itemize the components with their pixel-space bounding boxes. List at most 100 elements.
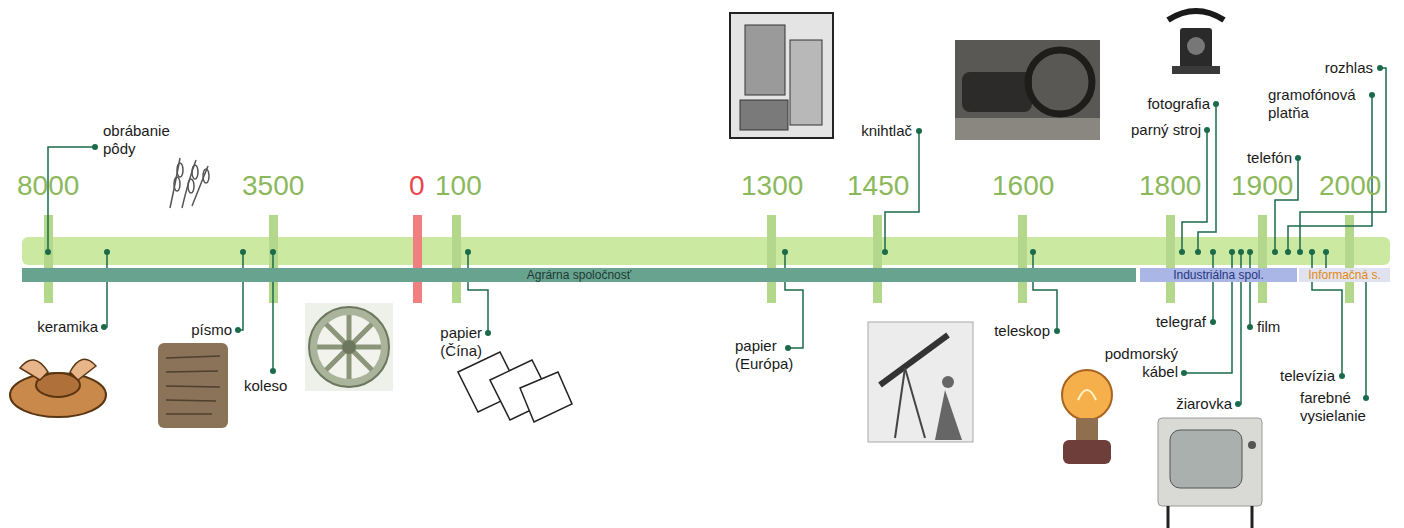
tv-leg (1251, 506, 1254, 528)
wheat-grain (192, 165, 198, 179)
tv-knob (1248, 441, 1256, 449)
year-tick (873, 215, 882, 303)
year-tick (767, 215, 776, 303)
event-label: telefón (1222, 149, 1292, 167)
event-label: písmo (172, 321, 232, 339)
press-worker (790, 40, 822, 125)
leader-line (238, 252, 243, 330)
year-tick (1258, 215, 1267, 303)
leader-dot (1213, 101, 1219, 107)
leader-dot (1181, 370, 1187, 376)
society-band: Agrárna spoločnosť (22, 268, 1136, 282)
society-band: Industriálna spol. (1140, 268, 1297, 282)
timeline-bar (22, 237, 1390, 265)
event-label: žiarovka (1142, 395, 1232, 413)
phone-handset (1168, 11, 1224, 20)
leader-dot (1377, 65, 1383, 71)
leader-line (1033, 252, 1057, 331)
hand (70, 359, 96, 380)
leader-dot (1309, 249, 1315, 255)
spoke (326, 324, 372, 370)
bulb-base (1063, 440, 1111, 464)
leader-line (1249, 252, 1251, 327)
event-label: telegraf (1126, 313, 1206, 331)
tablet-body (158, 343, 228, 428)
leader-dot (785, 345, 791, 351)
year-label: 8000 (17, 170, 79, 202)
leader-line (1212, 252, 1214, 322)
leader-dot (1210, 319, 1216, 325)
tv-leg (1167, 506, 1170, 528)
television-image (1158, 418, 1262, 528)
event-label: knihtlač (832, 122, 912, 140)
event-label: film (1257, 318, 1307, 336)
telescope-image (868, 322, 973, 442)
tripod-leg (895, 368, 905, 438)
wheat-grain (188, 179, 194, 193)
leader-line (785, 252, 803, 348)
mark (166, 371, 218, 372)
year-label: 0 (409, 170, 425, 202)
wheat-icon (170, 158, 209, 208)
leader-dot (1285, 249, 1291, 255)
leader-dot (104, 249, 110, 255)
mark (166, 400, 216, 401)
filament (1078, 390, 1096, 400)
wheat-grain (203, 169, 209, 183)
year-tick (1166, 215, 1175, 303)
mark (166, 386, 220, 387)
press-body (745, 25, 785, 95)
zero-tick (413, 215, 422, 303)
year-label: 1450 (847, 170, 909, 202)
leader-dot (92, 144, 98, 150)
leader-line (104, 252, 107, 327)
phone-dial (1187, 37, 1205, 55)
event-label: podmorský kábel (1088, 345, 1178, 381)
wheel-inner (317, 315, 381, 379)
leader-dot (882, 249, 888, 255)
press-frame (730, 13, 833, 138)
tv-screen (1170, 430, 1242, 488)
astronomer (935, 390, 962, 440)
wheat-grain (174, 177, 180, 191)
paper-icon (458, 352, 572, 422)
printing-press-image (730, 13, 833, 138)
leader-dot (465, 249, 471, 255)
wheel-rim (309, 307, 389, 387)
leader-dot (270, 249, 276, 255)
press-table (740, 100, 788, 130)
leader-dot (1339, 373, 1345, 379)
event-label: teleskop (970, 322, 1050, 340)
phone-base (1172, 66, 1220, 74)
spoke (326, 324, 372, 370)
phone-body (1180, 28, 1212, 68)
wheel-spokes (317, 315, 381, 379)
leader-dot (1229, 249, 1235, 255)
band-label: Informačná s. (1308, 268, 1381, 282)
year-label: 100 (435, 170, 482, 202)
leader-line (468, 252, 488, 333)
clay-tablet (158, 343, 228, 428)
leader-dot (1363, 395, 1369, 401)
pottery-icon (10, 359, 106, 417)
leader-dot (1195, 249, 1201, 255)
leader-dot (1323, 249, 1329, 255)
leader-dot (1054, 328, 1060, 334)
event-label: fotografia (1120, 95, 1210, 113)
bulb-glass (1062, 370, 1112, 420)
leader-dot (1030, 249, 1036, 255)
hand (20, 360, 48, 380)
band-label: Industriálna spol. (1173, 268, 1264, 282)
band-label: Agrárna spoločnosť (527, 268, 632, 282)
year-tick (452, 215, 461, 303)
leader-dot (101, 324, 107, 330)
society-band: Informačná s. (1299, 268, 1390, 282)
pottery-wheel (10, 373, 106, 417)
event-label: papier (Čína) (422, 324, 482, 360)
wheat-grain (177, 163, 183, 177)
mark (166, 413, 212, 415)
year-label: 1300 (741, 170, 803, 202)
tv-cabinet (1158, 418, 1262, 506)
event-label: keramika (8, 318, 98, 336)
